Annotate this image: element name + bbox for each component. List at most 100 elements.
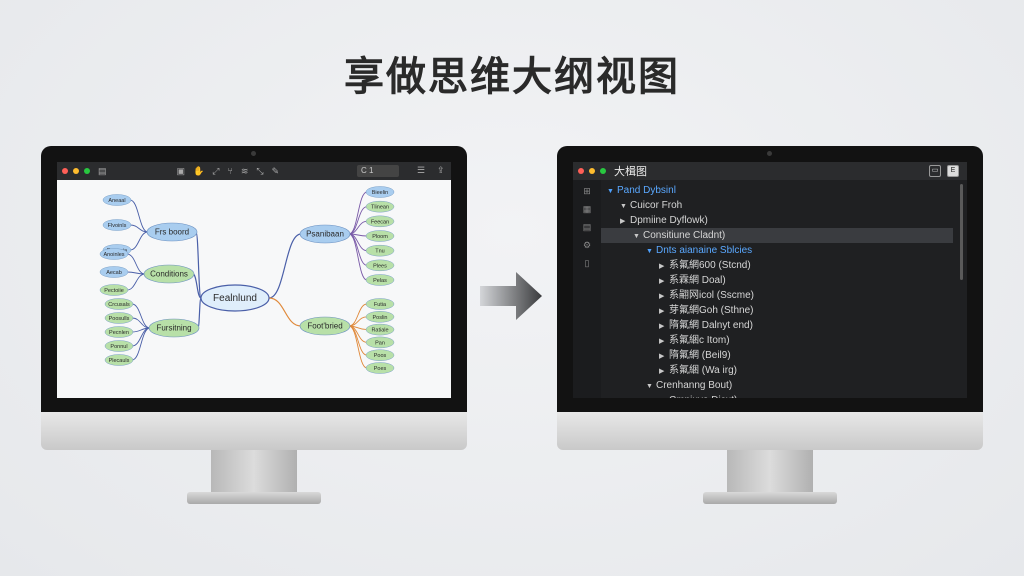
leaf-node[interactable]: [365, 362, 395, 374]
branch-icon[interactable]: ⑂: [227, 166, 233, 176]
leaf-node-label[interactable]: Poos: [374, 353, 387, 359]
leaf-node-label[interactable]: Flvoinls: [108, 223, 127, 229]
central-node-label[interactable]: Fealnlund: [213, 293, 257, 304]
leaf-node-label[interactable]: Feecan: [371, 219, 389, 225]
branch-node-label[interactable]: Fursitning: [156, 324, 191, 333]
branch-node-label[interactable]: Frs boord: [155, 228, 189, 237]
grid-icon[interactable]: ⊞: [583, 186, 591, 196]
collapsed-caret-icon[interactable]: ▶: [659, 293, 665, 300]
branch-node[interactable]: [299, 316, 351, 336]
maximize-window-button[interactable]: [84, 168, 90, 174]
leaf-node[interactable]: [99, 266, 129, 278]
leaf-node[interactable]: [365, 323, 395, 336]
outline-row[interactable]: ▶系翤网icol (Sscme): [601, 288, 953, 303]
leaf-node-label[interactable]: Tlinean: [371, 205, 389, 211]
zoom-select[interactable]: C 1: [357, 165, 399, 177]
outline-row[interactable]: Cmniuvo Dicut): [601, 393, 953, 398]
minimize-window-button[interactable]: [589, 168, 595, 174]
leaf-node-label[interactable]: Ratiale: [371, 328, 388, 334]
leaf-node-label[interactable]: Poes: [374, 366, 387, 372]
leaf-node[interactable]: [365, 186, 395, 198]
leaf-node[interactable]: [365, 274, 395, 286]
hand-tool-icon[interactable]: ✋: [193, 165, 205, 176]
sidebar-toggle-icon[interactable]: ▤: [98, 165, 107, 176]
leaf-node[interactable]: [99, 284, 129, 296]
leaf-node[interactable]: [104, 340, 134, 352]
leaf-node-label[interactable]: Ponnul: [110, 344, 127, 350]
leaf-node[interactable]: [104, 354, 134, 366]
leaf-node-label[interactable]: Poosulls: [109, 316, 130, 322]
leaf-node[interactable]: [365, 215, 395, 228]
leaf-node[interactable]: [365, 259, 395, 272]
leaf-node[interactable]: [104, 326, 134, 338]
leaf-node[interactable]: [365, 336, 395, 349]
outline-row[interactable]: ▼Cuicor Froh: [601, 198, 953, 213]
leaf-node-label[interactable]: Aecab: [106, 270, 122, 276]
outline-row[interactable]: ▶系氟綑c Itom): [601, 333, 953, 348]
gear-icon[interactable]: ⚙: [582, 240, 592, 250]
collapsed-caret-icon[interactable]: ▶: [659, 353, 665, 360]
collapsed-caret-icon[interactable]: ▶: [659, 308, 665, 315]
expanded-caret-icon[interactable]: ▼: [633, 233, 640, 240]
leaf-node-label[interactable]: Pan: [375, 340, 385, 346]
leaf-node-label[interactable]: Bieelin: [372, 190, 389, 196]
link-icon[interactable]: ⤡: [256, 165, 264, 176]
leaf-node-label[interactable]: Plecauls: [109, 358, 130, 364]
outline-row[interactable]: ▶系氟綑 (Wa irg): [601, 363, 953, 378]
leaf-node-label[interactable]: Poslin: [373, 315, 388, 321]
page-icon[interactable]: ▯: [584, 258, 590, 268]
outline-row[interactable]: ▼Pand Dybsinl: [601, 183, 953, 198]
close-window-button[interactable]: [578, 168, 584, 174]
leaf-node[interactable]: [365, 244, 395, 257]
branch-node[interactable]: [143, 264, 195, 284]
collapsed-caret-icon[interactable]: ▶: [659, 323, 665, 330]
layout-icon[interactable]: ▭: [929, 165, 941, 177]
outline-row[interactable]: ▶隋氟網 Dalnyt end): [601, 318, 953, 333]
outline-row[interactable]: ▶系霖網 Doal): [601, 273, 953, 288]
outline-row[interactable]: ▶系氟網600 (Stcnd): [601, 258, 953, 273]
outline-row[interactable]: ▼Crenhanng Bout): [601, 378, 953, 393]
leaf-node-label[interactable]: Plees: [373, 263, 387, 269]
outline-row[interactable]: ▶芽氟網Goh (Sthne): [601, 303, 953, 318]
leaf-node[interactable]: [104, 298, 134, 310]
outline-view-icon[interactable]: ☰: [417, 165, 426, 175]
outline-row[interactable]: ▼Dnts aianaine Sblcies: [601, 243, 953, 258]
style-icon[interactable]: ≋: [240, 165, 249, 176]
expanded-caret-icon[interactable]: ▼: [646, 383, 653, 390]
collapsed-caret-icon[interactable]: ▶: [659, 338, 665, 345]
branch-node-label[interactable]: Foot'bried: [307, 322, 342, 331]
scrollbar[interactable]: [960, 184, 963, 280]
layers-icon[interactable]: ▦: [582, 204, 592, 214]
connector-icon[interactable]: ⤢: [212, 165, 220, 176]
outline-row[interactable]: ▶Dpmiine Dyflowk): [601, 213, 953, 228]
share-icon[interactable]: ⇪: [437, 165, 445, 175]
expanded-caret-icon[interactable]: ▼: [620, 203, 627, 210]
expanded-caret-icon[interactable]: ▼: [646, 248, 653, 255]
note-icon[interactable]: ✎: [271, 165, 280, 176]
export-icon[interactable]: E: [947, 165, 959, 177]
leaf-node-label[interactable]: Aneaal: [108, 198, 125, 204]
expanded-caret-icon[interactable]: ▼: [607, 188, 614, 195]
leaf-node[interactable]: [102, 194, 132, 206]
central-node[interactable]: [200, 284, 270, 312]
branch-node[interactable]: [146, 222, 198, 242]
leaf-node[interactable]: [365, 230, 395, 242]
branch-node-label[interactable]: Psanibaan: [306, 230, 344, 239]
close-window-button[interactable]: [62, 168, 68, 174]
leaf-node[interactable]: [365, 298, 395, 310]
branch-node-label[interactable]: Conditions: [150, 270, 188, 279]
select-tool-icon[interactable]: ▣: [176, 165, 186, 176]
collapsed-caret-icon[interactable]: ▶: [620, 218, 626, 225]
collapsed-caret-icon[interactable]: ▶: [659, 368, 665, 375]
leaf-node-label[interactable]: Anoinles: [103, 252, 124, 258]
leaf-node[interactable]: [365, 349, 395, 361]
branch-node[interactable]: [148, 318, 200, 338]
leaf-node-label[interactable]: Pelas: [373, 278, 387, 284]
leaf-node-label[interactable]: Pectoiie: [104, 288, 124, 294]
document-icon[interactable]: ▤: [582, 222, 592, 232]
leaf-node[interactable]: [365, 200, 395, 213]
outline-row[interactable]: ▶隋氟網 (Beil9): [601, 348, 953, 363]
leaf-node-label[interactable]: Pecnlen: [109, 330, 129, 336]
collapsed-caret-icon[interactable]: ▶: [659, 263, 665, 270]
collapsed-caret-icon[interactable]: ▶: [659, 278, 665, 285]
